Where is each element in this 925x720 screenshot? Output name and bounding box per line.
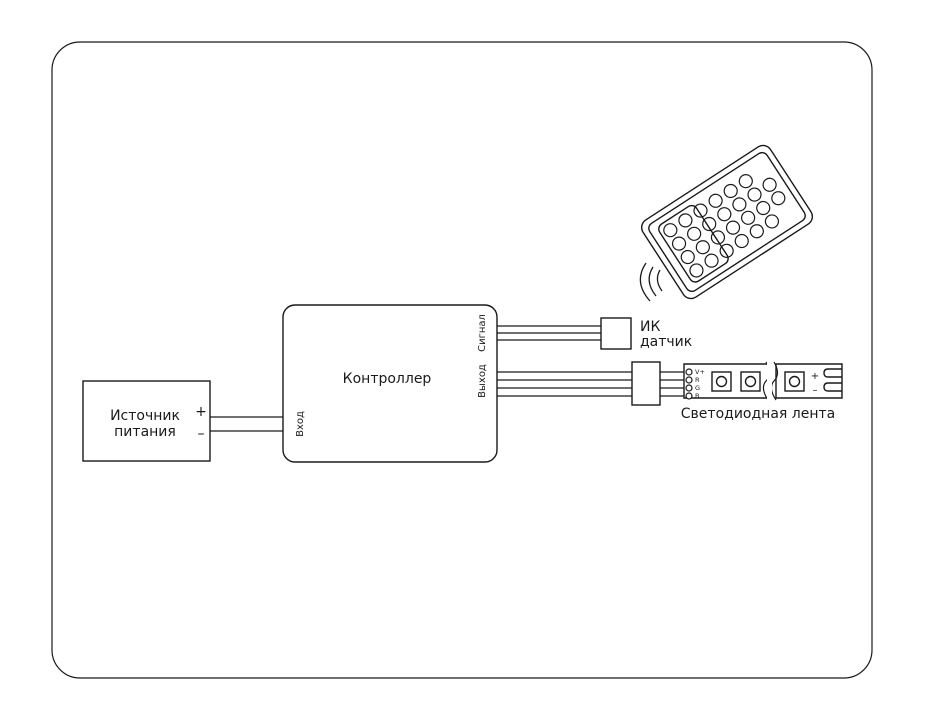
led-pin-pad — [685, 376, 693, 384]
ir-sensor: ИК датчик — [600, 317, 692, 350]
power-wires — [210, 416, 283, 432]
led-chip — [711, 371, 732, 392]
led-pin-label-v: V+ — [695, 368, 705, 376]
controller-box — [282, 304, 498, 463]
controller: Контроллер Вход Сигнал Выход — [282, 304, 498, 463]
controller-output-label: Выход — [477, 364, 488, 398]
solder-pad — [823, 382, 842, 392]
ir-sensor-label-2: датчик — [640, 334, 692, 350]
led-strip-plus: + — [811, 371, 819, 382]
power-supply-label-2: питания — [114, 424, 176, 440]
ir-sensor-label-1: ИК — [640, 319, 660, 335]
led-chip — [740, 371, 761, 392]
power-supply-box — [82, 380, 211, 462]
ir-signal-waves-icon — [639, 262, 663, 302]
controller-signal-label: Сигнал — [477, 314, 488, 352]
power-supply-plus: + — [195, 404, 207, 420]
led-pin-label-b: B — [695, 392, 699, 400]
signal-wires — [497, 325, 601, 341]
led-strip-segment-2 — [775, 363, 843, 399]
led-strip-minus: – — [813, 385, 818, 396]
output-connector-box — [631, 361, 661, 406]
led-pin-pad — [685, 384, 693, 392]
led-pin-pad — [685, 392, 693, 400]
remote-control-icon — [640, 144, 814, 300]
output-wires — [497, 371, 632, 397]
led-pin-pad — [685, 368, 693, 376]
led-strip-label: Светодиодная лента — [681, 406, 835, 422]
power-supply-label-1: Источник — [110, 408, 180, 424]
diagram-frame — [51, 41, 873, 679]
controller-input-label: Вход — [295, 411, 306, 437]
power-supply: Источник питания + – — [82, 380, 211, 462]
solder-pad — [823, 368, 842, 378]
ir-sensor-box — [600, 317, 632, 350]
controller-label: Контроллер — [343, 371, 432, 387]
led-chip — [784, 371, 805, 392]
output-connector — [631, 361, 684, 406]
led-pin-label-g: G — [695, 384, 700, 392]
led-strip: V+ R G B + – Светодиодная лента — [681, 360, 843, 422]
power-supply-minus: – — [198, 426, 205, 442]
led-pin-label-r: R — [695, 376, 700, 384]
